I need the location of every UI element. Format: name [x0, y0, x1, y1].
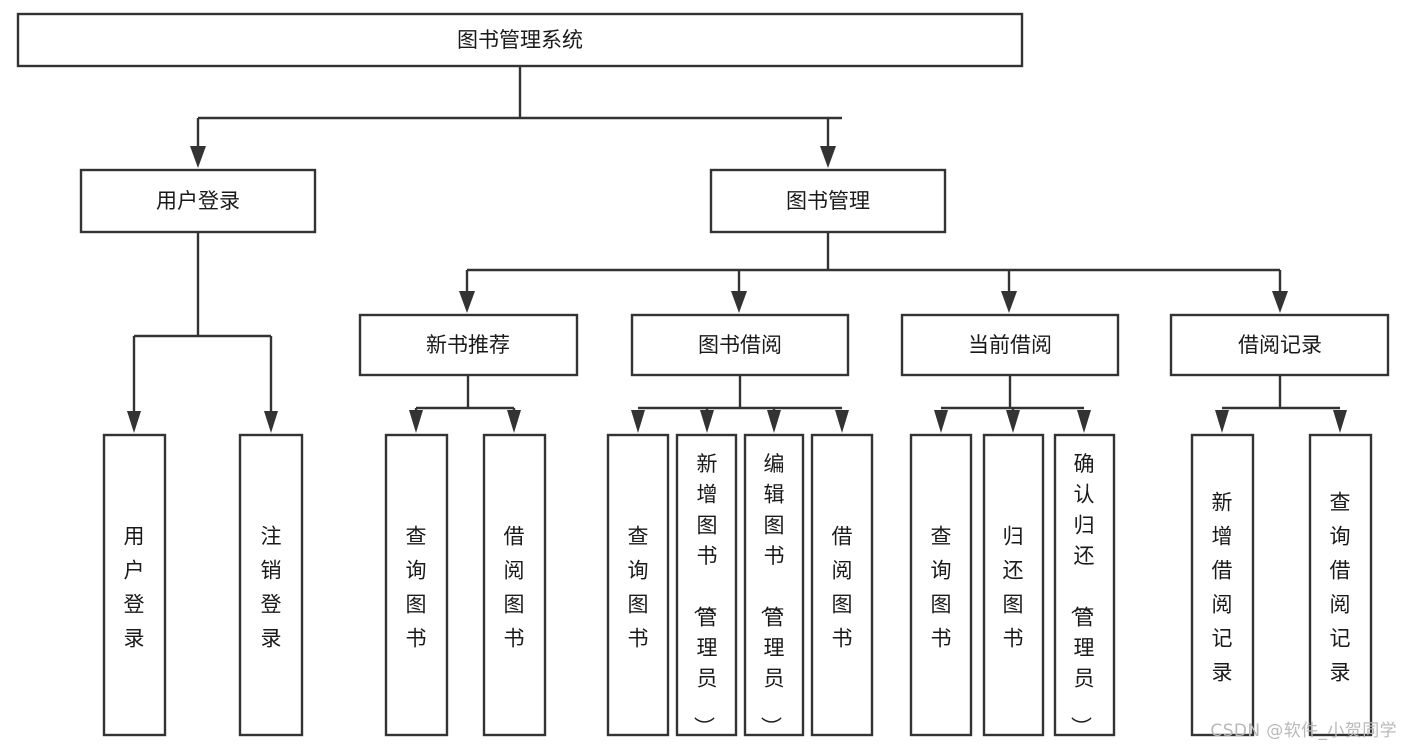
leaf-box-edit-book-admin[interactable]: [743, 433, 805, 737]
node-user-login[interactable]: 用户登录: [79, 168, 317, 234]
current-borrow-label: 当前借阅: [968, 333, 1052, 357]
arrowhead-login-leaf-1: [127, 411, 141, 433]
leaf-node[interactable]: 注销登录: [238, 433, 304, 737]
node-new-book-recommend[interactable]: 新书推荐: [358, 313, 579, 377]
book-management-label: 图书管理: [786, 189, 870, 213]
leaf-node[interactable]: 编辑图书（管理员）: [743, 433, 805, 737]
leaf-label-logout: 注销登录: [261, 525, 282, 651]
leaf-label-query-book-1: 查询图书: [406, 525, 427, 651]
arrowhead-bookmgmt-c2: [731, 291, 747, 313]
leaf-box-query-borrow-record[interactable]: [1308, 433, 1373, 737]
arrowhead-bookmgmt-c3: [1001, 291, 1017, 313]
leaf-label-query-book-3: 查询图书: [931, 525, 952, 651]
leaf-label-query-borrow-record: 查询借阅记录: [1330, 491, 1351, 685]
leaf-label-borrow-book-2: 借阅图书: [832, 525, 853, 651]
node-root[interactable]: 图书管理系统: [16, 12, 1024, 68]
arrowhead-borrow-l3: [767, 410, 781, 433]
leaf-box-query-book-1[interactable]: [384, 433, 449, 737]
current-borrow-box[interactable]: [900, 313, 1120, 377]
arrowhead-root-to-login: [190, 146, 206, 168]
leaf-node[interactable]: 查询图书: [909, 433, 973, 737]
leaf-label-add-book-admin: 新增图书（管理员）: [692, 452, 718, 737]
leaf-node[interactable]: 归还图书: [982, 433, 1045, 737]
user-login-box[interactable]: [79, 168, 317, 234]
leaf-label-return-book: 归还图书: [1003, 525, 1024, 651]
arrowhead-bookmgmt-c1: [459, 291, 475, 313]
arrowhead-record-l1: [1215, 410, 1229, 433]
leaf-box-borrow-book-1[interactable]: [482, 433, 547, 737]
borrow-record-label: 借阅记录: [1238, 333, 1322, 357]
leaf-nodes: 用户登录 注销登录 查询图书 借阅图书 查询图书 新增图书（管理员）: [102, 433, 1373, 737]
arrowhead-bookmgmt-c4: [1272, 291, 1288, 313]
node-book-borrow[interactable]: 图书借阅: [630, 313, 850, 377]
node-book-management[interactable]: 图书管理: [709, 168, 947, 234]
arrowhead-login-leaf-2: [264, 411, 278, 433]
leaf-box-add-book-admin[interactable]: [675, 433, 738, 737]
leaf-label-user-login: 用户登录: [124, 525, 145, 651]
borrow-record-box[interactable]: [1169, 313, 1390, 377]
leaf-node[interactable]: 查询图书: [384, 433, 449, 737]
new-book-recommend-box[interactable]: [358, 313, 579, 377]
leaf-node[interactable]: 借阅图书: [482, 433, 547, 737]
arrowhead-borrow-l1: [631, 410, 645, 433]
book-borrow-box[interactable]: [630, 313, 850, 377]
leaf-box-add-borrow-record[interactable]: [1190, 433, 1255, 737]
node-current-borrow[interactable]: 当前借阅: [900, 313, 1120, 377]
leaf-node[interactable]: 查询借阅记录: [1308, 433, 1373, 737]
leaf-node[interactable]: 新增图书（管理员）: [675, 433, 738, 737]
leaf-box-return-book[interactable]: [982, 433, 1045, 737]
node-borrow-record[interactable]: 借阅记录: [1169, 313, 1390, 377]
leaf-label-edit-book-admin: 编辑图书（管理员）: [759, 452, 785, 737]
user-login-label: 用户登录: [156, 189, 240, 213]
book-management-box[interactable]: [709, 168, 947, 234]
arrowhead-newbook-l2: [507, 410, 521, 433]
arrowhead-record-l2: [1333, 410, 1347, 433]
arrowhead-root-to-bookmgmt: [820, 146, 836, 168]
leaf-label-add-borrow-record: 新增借阅记录: [1212, 491, 1233, 685]
arrowhead-current-l2: [1006, 410, 1020, 433]
leaf-box-borrow-book-2[interactable]: [810, 433, 874, 737]
arrowhead-current-l3: [1077, 410, 1091, 433]
leaf-box-confirm-return-admin[interactable]: [1053, 433, 1116, 737]
leaf-node[interactable]: 借阅图书: [810, 433, 874, 737]
leaf-box-user-login[interactable]: [102, 433, 167, 737]
root-label: 图书管理系统: [457, 28, 583, 52]
leaf-node[interactable]: 新增借阅记录: [1190, 433, 1255, 737]
leaf-box-query-book-3[interactable]: [909, 433, 973, 737]
csdn-watermark: CSDN @软件_小贺同学: [1210, 721, 1397, 741]
arrowhead-borrow-l4: [835, 410, 849, 433]
leaf-node[interactable]: 查询图书: [606, 433, 670, 737]
leaf-box-query-book-2[interactable]: [606, 433, 670, 737]
leaf-box-logout[interactable]: [238, 433, 304, 737]
leaf-label-borrow-book-1: 借阅图书: [504, 525, 525, 651]
arrowhead-newbook-l1: [409, 410, 423, 433]
arrowhead-borrow-l2: [700, 410, 714, 433]
leaf-node[interactable]: 用户登录: [102, 433, 167, 737]
new-book-recommend-label: 新书推荐: [426, 333, 510, 357]
leaf-label-query-book-2: 查询图书: [628, 525, 649, 651]
connectors: [127, 66, 1347, 433]
arrowhead-current-l1: [934, 410, 948, 433]
leaf-label-confirm-return-admin: 确认归还（管理员）: [1069, 452, 1095, 737]
book-borrow-label: 图书借阅: [698, 333, 782, 357]
root-box[interactable]: [16, 12, 1024, 68]
leaf-node[interactable]: 确认归还（管理员）: [1053, 433, 1116, 737]
